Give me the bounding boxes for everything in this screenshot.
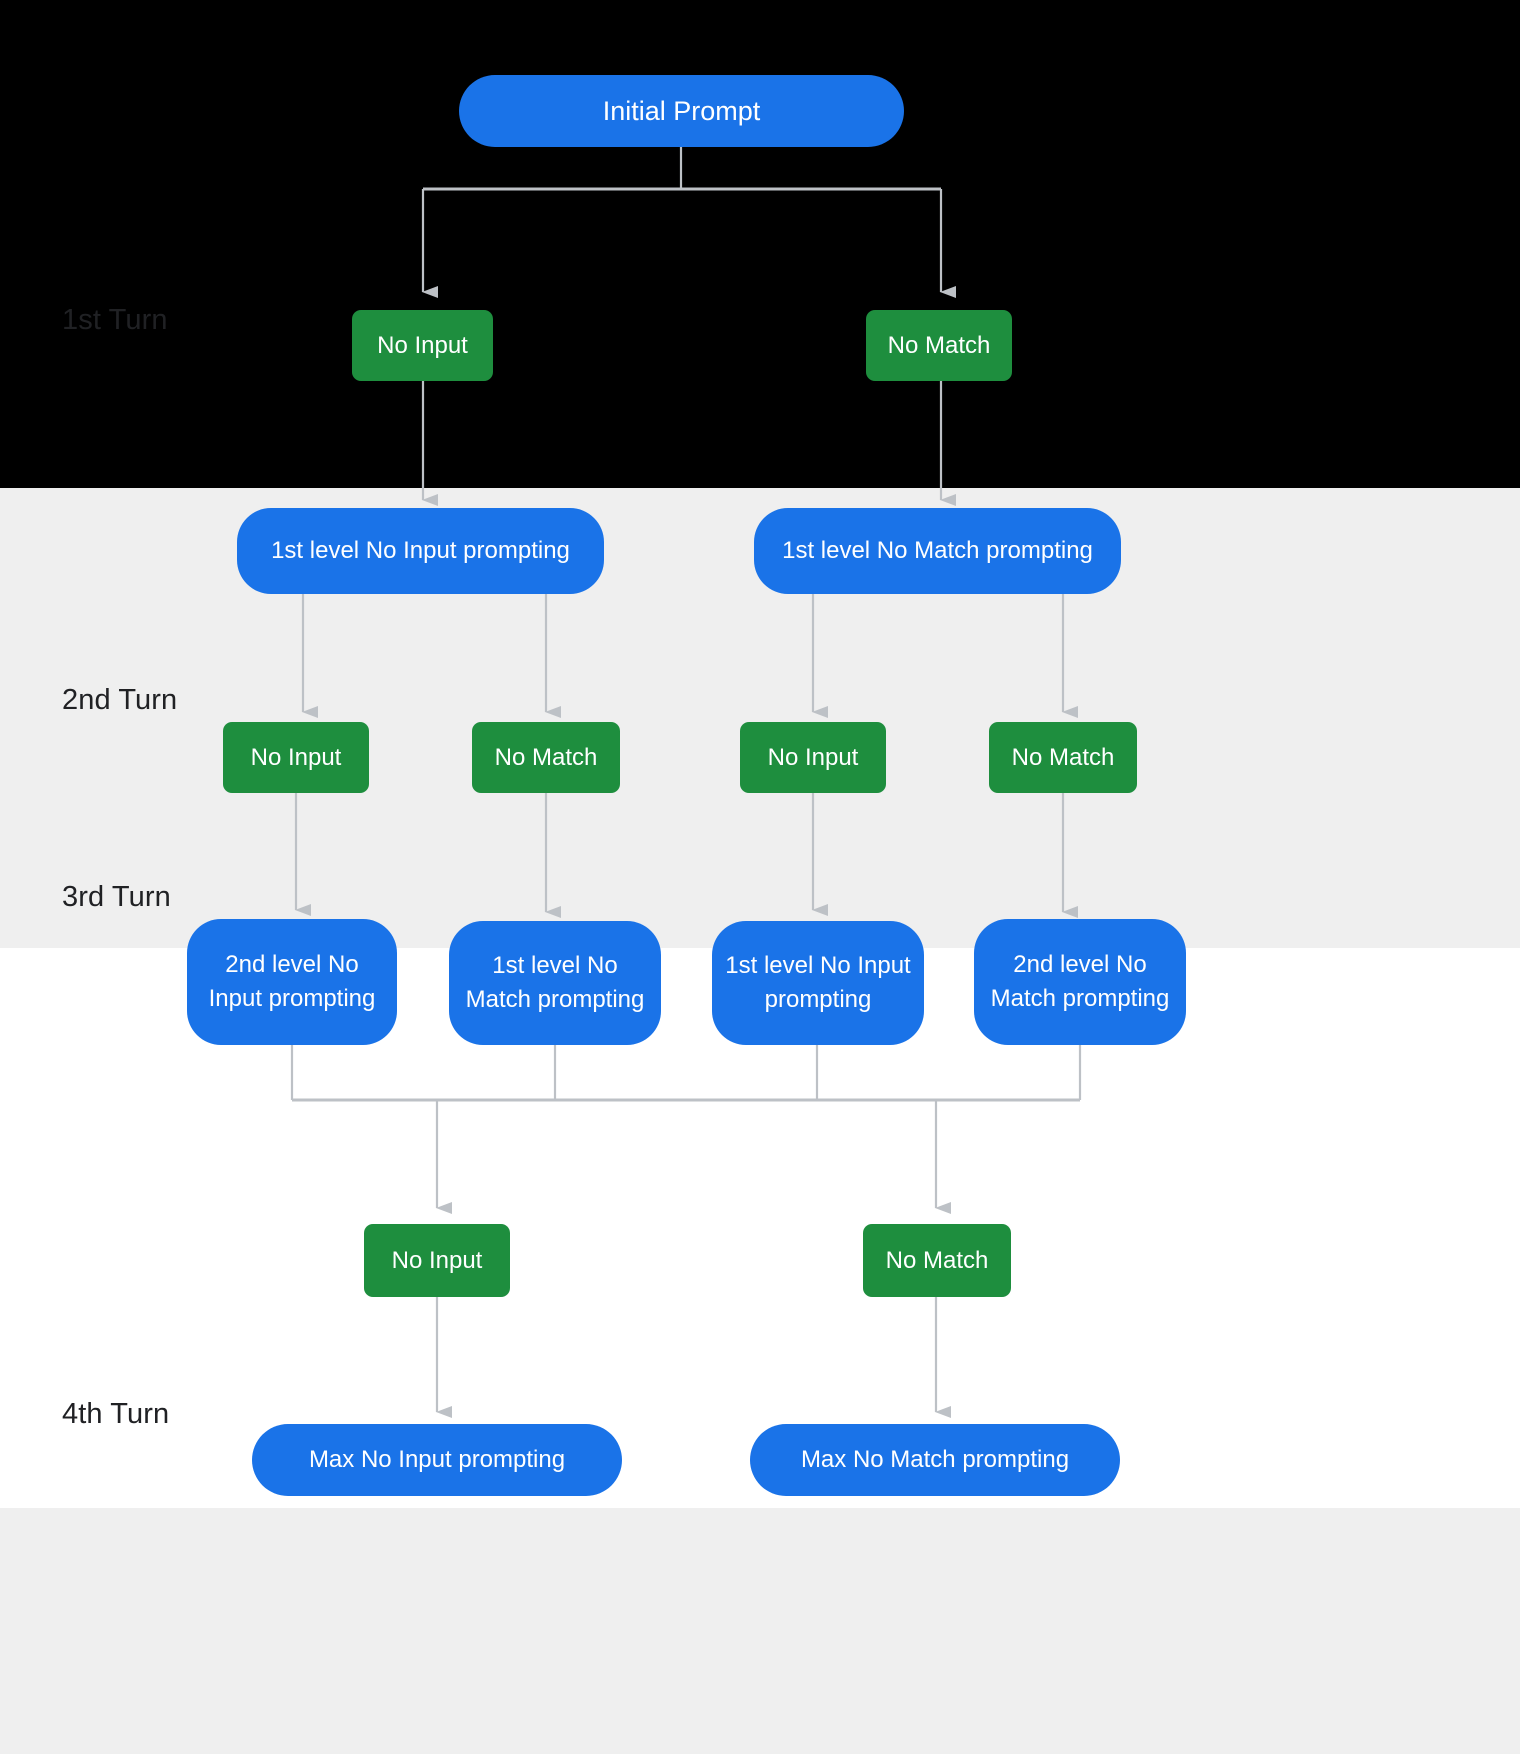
turn-label-3rd: 3rd Turn [62,881,171,913]
node-turn2-no-input-a[interactable]: No Input [223,722,369,793]
node-turn3-no-match[interactable]: No Match [863,1224,1011,1297]
node-1st-level-no-input-prompting[interactable]: 1st level No Input prompting [237,508,604,594]
node-max-no-match-prompting[interactable]: Max No Match prompting [750,1424,1120,1496]
node-turn3-no-input[interactable]: No Input [364,1224,510,1297]
node-1st-level-no-match-prompting[interactable]: 1st level No Match prompting [754,508,1121,594]
turn-label-2nd: 2nd Turn [62,684,178,716]
node-initial-prompt[interactable]: Initial Prompt [459,75,904,147]
node-turn1-no-input[interactable]: No Input [352,310,493,381]
node-2nd-level-no-input-prompting[interactable]: 2nd level No Input prompting [187,919,397,1045]
node-turn2-no-match-a[interactable]: No Match [472,722,620,793]
node-turn1-no-match[interactable]: No Match [866,310,1012,381]
node-max-no-input-prompting[interactable]: Max No Input prompting [252,1424,622,1496]
node-turn2-no-match-b[interactable]: No Match [989,722,1137,793]
band-1st-turn [0,0,1520,488]
node-2nd-level-no-match-prompting[interactable]: 2nd level No Match prompting [974,919,1186,1045]
node-turn2-no-input-b[interactable]: No Input [740,722,886,793]
turn-label-4th: 4th Turn [62,1398,170,1430]
turn-label-1st: 1st Turn [62,304,168,336]
node-1st-level-no-match-prompting-b[interactable]: 1st level No Match prompting [449,921,661,1045]
band-4th-turn [0,1508,1520,1754]
node-1st-level-no-input-prompting-b[interactable]: 1st level No Input prompting [712,921,924,1045]
